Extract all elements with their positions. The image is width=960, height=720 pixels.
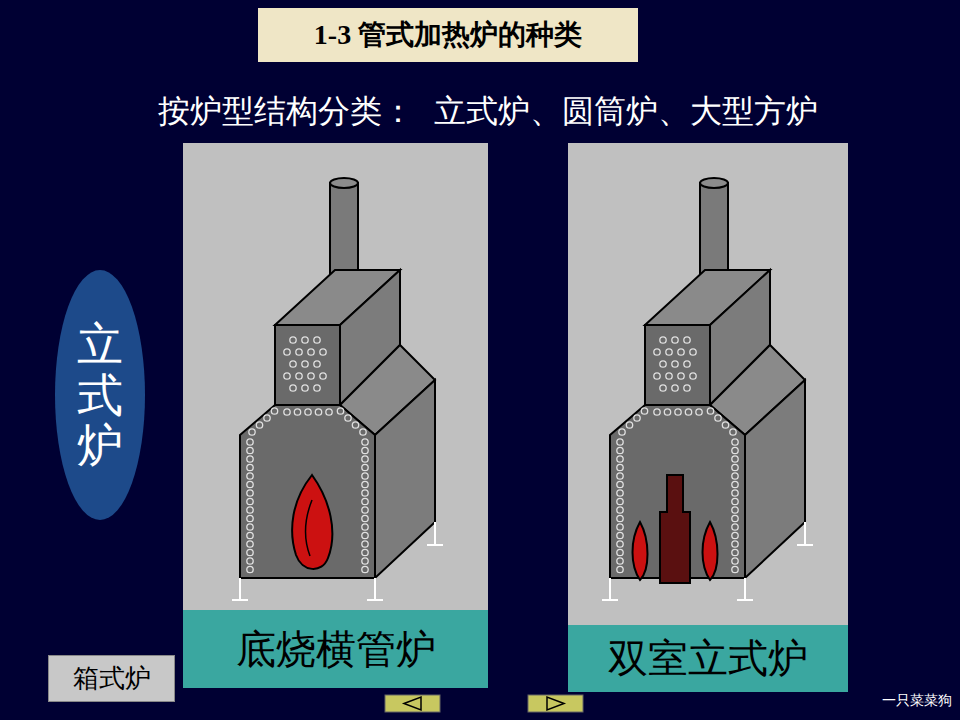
caption-band: 底烧横管炉 — [183, 610, 488, 688]
vertical-label: 立式炉 — [77, 319, 123, 471]
subtitle: 按炉型结构分类： 立式炉、圆筒炉、大型方炉 — [158, 90, 818, 134]
side-ellipse: 立式炉 — [55, 270, 145, 520]
caption-text: 双室立式炉 — [608, 631, 808, 686]
title-box: 1-3 管式加热炉的种类 — [258, 8, 638, 62]
nav-button: 箱式炉 — [48, 655, 175, 702]
caption-text: 箱式炉 — [73, 661, 151, 696]
caption-text: 底烧横管炉 — [236, 622, 436, 677]
title-text: 1-3 管式加热炉的种类 — [314, 16, 582, 54]
caption-band: 双室立式炉 — [568, 625, 848, 692]
watermark: 一只菜菜狗 — [882, 692, 952, 710]
